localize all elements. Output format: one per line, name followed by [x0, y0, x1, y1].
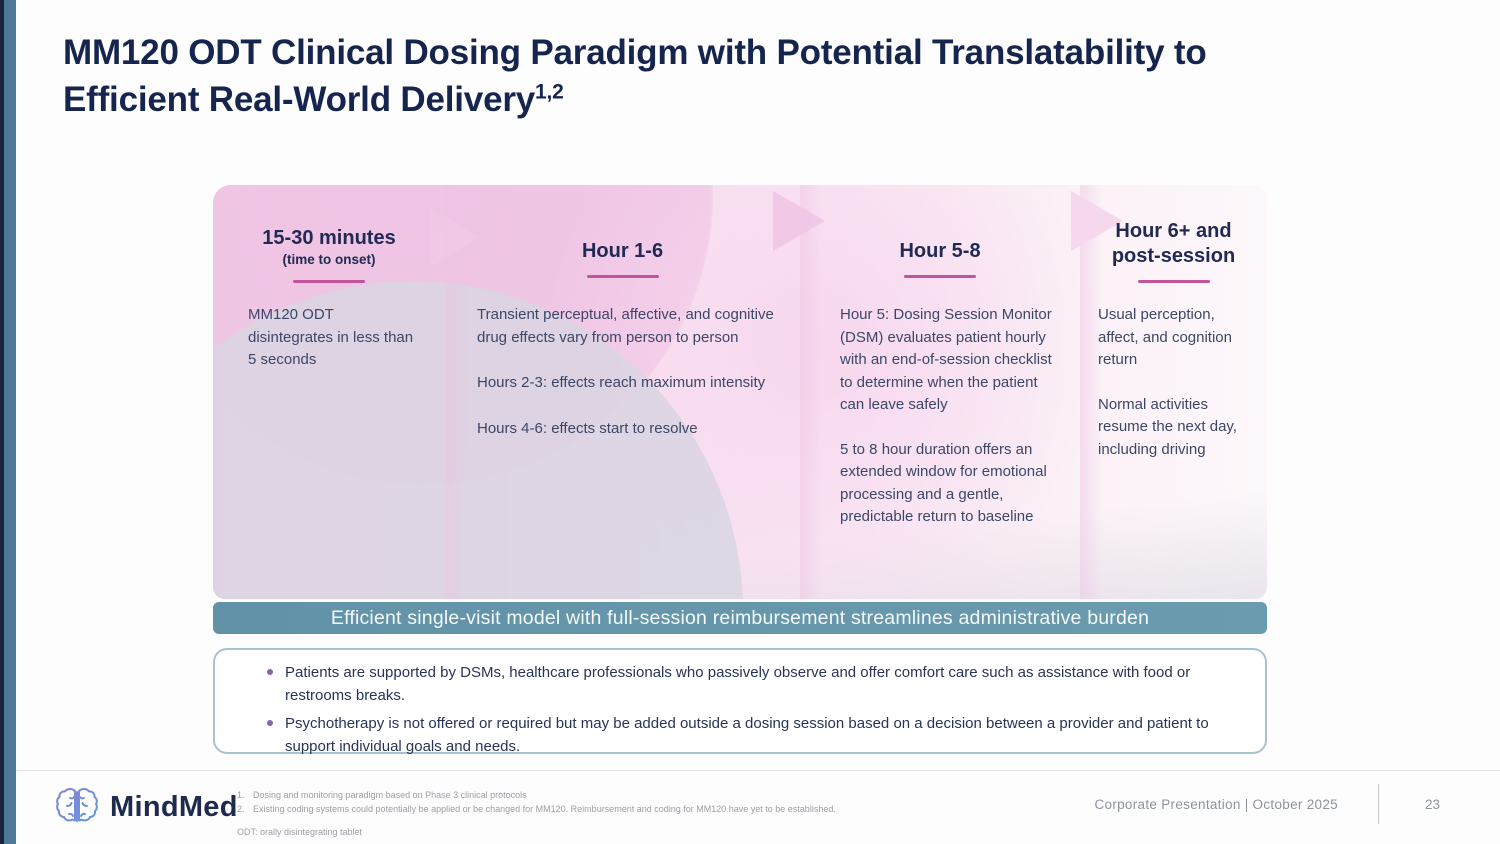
column-header-title: Hour 6+ and post-session — [1111, 220, 1236, 267]
column-header-title: Hour 5-8 — [899, 240, 981, 262]
timeline-column-hour-1-6: Hour 1-6 Transient perceptual, affective… — [445, 185, 800, 599]
callout-bullet-text: Psychotherapy is not offered or required… — [285, 714, 1209, 755]
column-paragraph: Hours 4-6: effects start to resolve — [477, 419, 698, 437]
bullet-icon — [267, 719, 273, 726]
brain-icon — [56, 788, 98, 822]
slide-title: MM120 ODT Clinical Dosing Paradigm with … — [63, 30, 1453, 123]
column-paragraph: Hours 2-3: effects reach maximum intensi… — [477, 374, 766, 391]
footer-vertical-divider — [1377, 784, 1379, 824]
header-underline — [1137, 280, 1210, 283]
column-paragraph: 5 to 8 hour duration offers an extended … — [840, 440, 1047, 526]
slide-title-line1: MM120 ODT Clinical Dosing Paradigm with … — [63, 33, 1207, 72]
column-header-title: Hour 1-6 — [581, 240, 664, 262]
column-header: Hour 5-8 — [800, 239, 1080, 278]
bullet-icon — [267, 669, 273, 675]
footer-right: Corporate Presentation | October 2025 23 — [1094, 782, 1440, 826]
footnote-text: Dosing and monitoring paradigm based on … — [253, 790, 527, 800]
column-header: Hour 6+ and post-session — [1080, 219, 1267, 283]
left-edge-steel-bar — [4, 0, 16, 844]
column-paragraph: Transient perceptual, affective, and cog… — [477, 306, 774, 346]
column-header-subtitle: (time to onset) — [282, 252, 376, 267]
mindmed-wordmark: MindMed — [110, 790, 238, 823]
column-paragraph: MM120 ODT disintegrates in less than 5 s… — [248, 306, 414, 368]
column-paragraph: Usual perception, affect, and cognition … — [1098, 306, 1232, 368]
left-edge-navy-bar — [0, 0, 4, 844]
column-body: Usual perception, affect, and cognition … — [1098, 304, 1250, 461]
column-paragraph: Normal activities resume the next day, i… — [1098, 395, 1237, 458]
callout-box: Patients are supported by DSMs, healthca… — [213, 648, 1267, 755]
header-underline — [293, 280, 365, 283]
footnote-abbreviation: ODT: orally disintegrating tablet — [237, 826, 363, 837]
timeline-column-hour-5-8: Hour 5-8 Hour 5: Dosing Session Monitor … — [800, 185, 1080, 599]
footnote-text: Existing coding systems could potentiall… — [253, 803, 836, 814]
header-underline — [904, 275, 976, 278]
header-underline — [586, 275, 659, 278]
dosing-timeline-graphic: 15-30 minutes (time to onset) MM120 ODT … — [213, 185, 1267, 599]
column-body: Hour 5: Dosing Session Monitor (DSM) eva… — [840, 304, 1058, 529]
callout-bullet-text: Patients are supported by DSMs, healthca… — [285, 664, 1191, 705]
page-number: 23 — [1424, 796, 1440, 812]
timeline-column-onset: 15-30 minutes (time to onset) MM120 ODT … — [213, 185, 445, 599]
column-body: MM120 ODT disintegrates in less than 5 s… — [248, 304, 420, 372]
footer-caption: Corporate Presentation | October 2025 — [1094, 796, 1338, 812]
footnotes: 1. Dosing and monitoring paradigm based … — [237, 789, 836, 840]
slide-title-superscript: 1,2 — [535, 79, 564, 103]
column-paragraph: Hour 5: Dosing Session Monitor (DSM) eva… — [840, 306, 1052, 413]
footer-divider — [16, 770, 1500, 771]
column-header-title: 15-30 minutes — [262, 227, 396, 249]
footnote-number: 2. — [237, 803, 245, 814]
callout-bullet-item: Patients are supported by DSMs, healthca… — [267, 661, 1225, 708]
column-header: 15-30 minutes (time to onset) — [213, 226, 445, 283]
footnote-line: 2. Existing coding systems could potenti… — [237, 803, 836, 817]
highlight-banner-text: Efficient single-visit model with full-s… — [330, 606, 1150, 629]
column-header: Hour 1-6 — [445, 239, 800, 278]
highlight-banner: Efficient single-visit model with full-s… — [213, 602, 1267, 634]
footnote-number: 1. — [237, 790, 245, 800]
slide-title-line2: Efficient Real-World Delivery — [63, 79, 536, 119]
timeline-column-post-session: Hour 6+ and post-session Usual perceptio… — [1080, 185, 1267, 599]
column-body: Transient perceptual, affective, and cog… — [477, 304, 779, 440]
mindmed-logo: MindMed — [53, 783, 238, 831]
footnote-line: 1. Dosing and monitoring paradigm based … — [237, 789, 836, 803]
callout-bullet-item: Psychotherapy is not offered or required… — [267, 712, 1225, 759]
